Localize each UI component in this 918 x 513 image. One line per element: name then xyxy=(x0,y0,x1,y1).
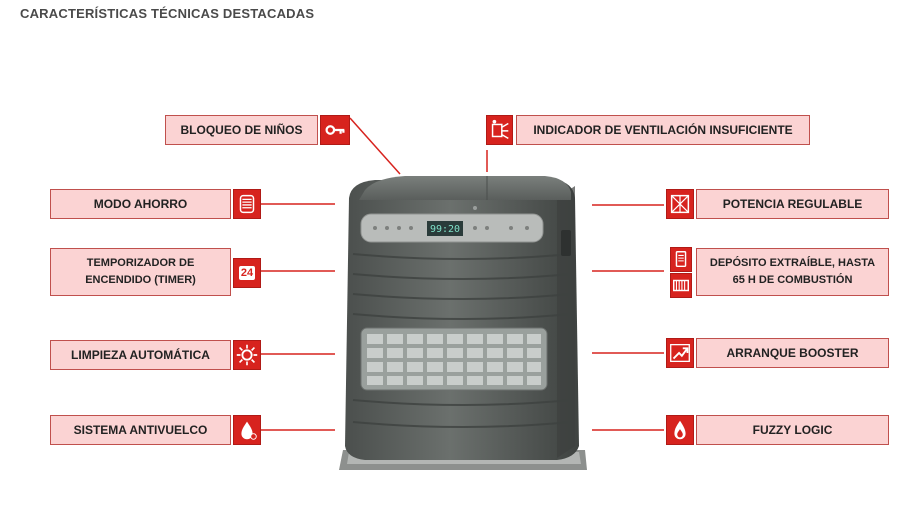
auto-clean-sun-icon xyxy=(233,340,261,370)
heater-display: 99:20 xyxy=(429,224,461,235)
feature-arranque-label: ARRANQUE BOOSTER xyxy=(696,338,889,368)
timer-24-icon: 24 xyxy=(233,258,261,288)
fuel-tank-icon xyxy=(670,247,692,272)
key-icon xyxy=(320,115,350,145)
feature-deposito-line1: DEPÓSITO EXTRAÍBLE, HASTA xyxy=(709,257,876,269)
eco-mode-icon xyxy=(233,189,261,219)
feature-limpieza-label: LIMPIEZA AUTOMÁTICA xyxy=(50,340,231,370)
feature-bloqueo-label: BLOQUEO DE NIÑOS xyxy=(165,115,318,145)
feature-indicador-label: INDICADOR DE VENTILACIÓN INSUFICIENTE xyxy=(516,115,810,145)
feature-temporizador-label: TEMPORIZADOR DE ENCENDIDO (TIMER) xyxy=(50,248,231,296)
feature-antivuelco-label: SISTEMA ANTIVUELCO xyxy=(50,415,231,445)
feature-temporizador-line2: ENCENDIDO (TIMER) xyxy=(85,274,196,286)
feature-deposito-label: DEPÓSITO EXTRAÍBLE, HASTA 65 H DE COMBUS… xyxy=(696,248,889,296)
ventilation-warning-icon xyxy=(486,115,513,145)
feature-temporizador-line1: TEMPORIZADOR DE xyxy=(86,257,195,269)
fuel-tank-base-icon xyxy=(670,273,692,298)
feature-potencia-label: POTENCIA REGULABLE xyxy=(696,189,889,219)
booster-arrow-icon xyxy=(666,338,694,368)
feature-ahorro-label: MODO AHORRO xyxy=(50,189,231,219)
feature-deposito-line2: 65 H DE COMBUSTIÓN xyxy=(732,274,853,286)
anti-tip-icon xyxy=(233,415,261,445)
power-regulation-icon xyxy=(666,189,694,219)
connector-bloqueo xyxy=(349,117,401,175)
page-heading: CARACTERÍSTICAS TÉCNICAS DESTACADAS xyxy=(20,6,315,21)
feature-fuzzy-label: FUZZY LOGIC xyxy=(696,415,889,445)
flame-icon xyxy=(666,415,694,445)
heater-image xyxy=(339,176,587,470)
timer-24-text: 24 xyxy=(238,266,256,280)
